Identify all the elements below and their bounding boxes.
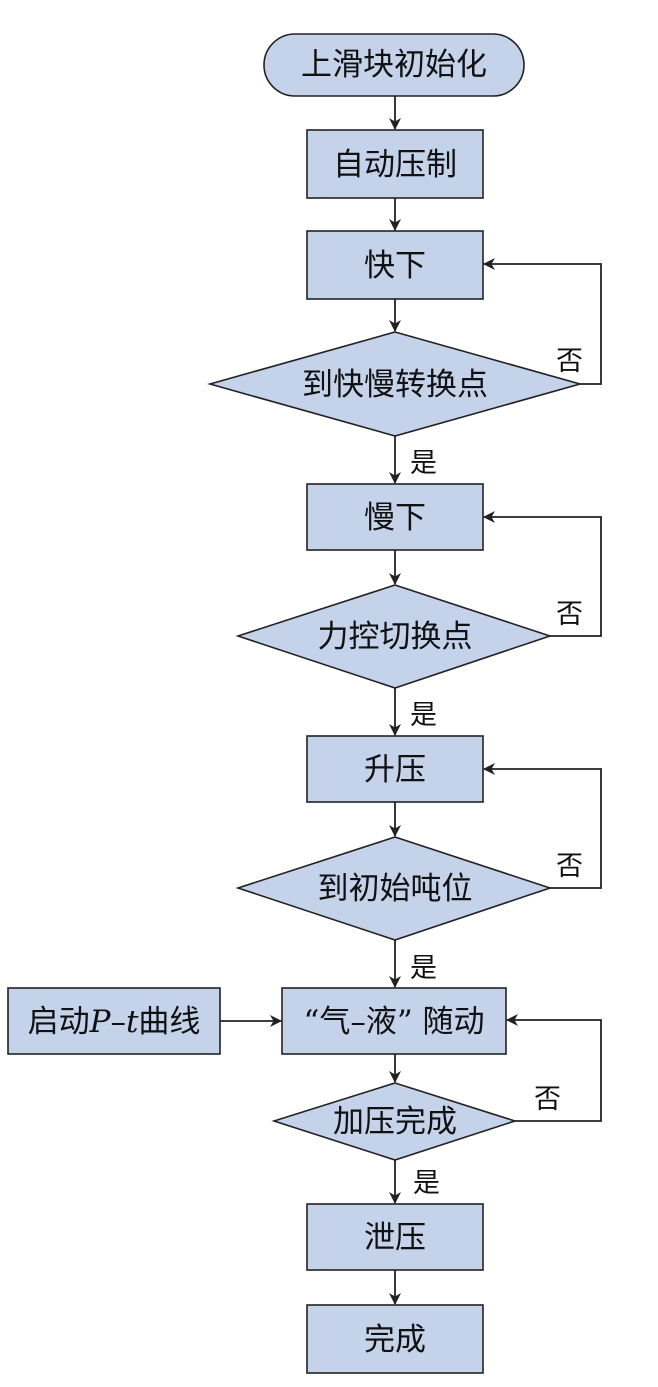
label-start-curve-p: P [89, 1004, 112, 1040]
node-init [263, 33, 525, 97]
loop-tonnage-no [483, 763, 602, 889]
label-auto-press: 自动压制 [333, 147, 457, 183]
label-init: 上滑块初始化 [301, 47, 487, 83]
label-force-point: 力控切换点 [318, 619, 473, 655]
node-release-pressure [306, 1203, 484, 1271]
loop-pressurize-done-no [506, 1014, 602, 1122]
node-slow-down [306, 483, 484, 551]
label-done: 完成 [364, 1322, 426, 1358]
label-slow-down: 慢下 [364, 500, 426, 536]
label-start-curve-suffix: 曲线 [138, 1004, 200, 1040]
branch-no-switch: 否 [556, 346, 583, 377]
node-fast-down [306, 230, 484, 300]
loop-switch-no [483, 258, 602, 385]
node-pressurize [306, 735, 484, 803]
label-release-pressure: 泄压 [364, 1220, 426, 1256]
branch-no-force: 否 [556, 599, 583, 630]
label-fast-down: 快下 [364, 248, 426, 284]
label-tonnage: 到初始吨位 [318, 871, 473, 907]
node-done [306, 1304, 484, 1374]
label-pressurize: 升压 [364, 752, 426, 788]
label-start-curve-prefix: 启动 [28, 1004, 90, 1040]
label-gas-liquid-follow: “气–液” 随动 [303, 1004, 484, 1040]
label-switch-point: 到快慢转换点 [302, 367, 488, 403]
branch-no-pressurize-done: 否 [534, 1084, 561, 1115]
loop-force-no [483, 511, 602, 637]
branch-yes-pressurize-done: 是 [413, 1168, 440, 1199]
branch-yes-switch: 是 [410, 448, 437, 479]
label-pressurize-done: 加压完成 [333, 1104, 457, 1140]
node-auto-press [306, 129, 484, 199]
branch-yes-force: 是 [410, 700, 437, 731]
label-start-curve-t: t [126, 1004, 139, 1040]
label-start-curve-dash: – [110, 1004, 126, 1040]
branch-yes-tonnage: 是 [410, 953, 437, 984]
branch-no-tonnage: 否 [556, 851, 583, 882]
label-start-curve: 启动P–t曲线 [28, 1004, 201, 1040]
